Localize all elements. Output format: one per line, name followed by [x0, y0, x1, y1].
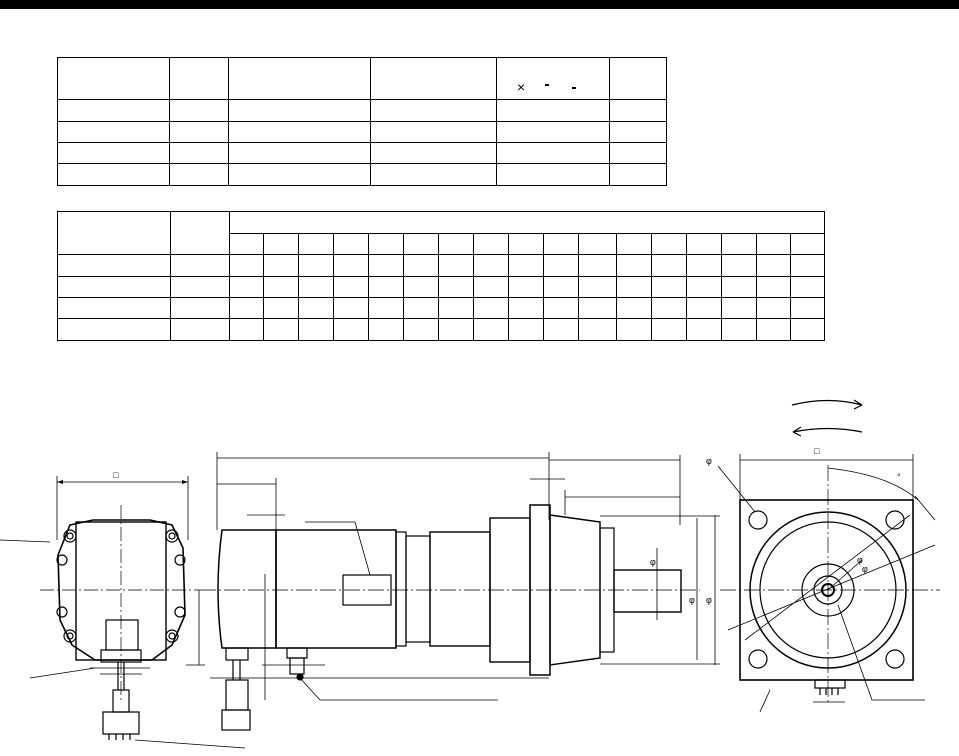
phi-symbol: φ — [862, 564, 868, 574]
table-row — [57, 276, 826, 298]
table-row — [57, 163, 667, 186]
phi-symbol: φ — [650, 557, 656, 567]
square-symbol: □ — [814, 446, 820, 456]
rear-view — [0, 476, 246, 749]
spec-table-1 — [57, 57, 667, 186]
phi-symbol: φ — [689, 595, 695, 605]
table-subheader-row — [58, 233, 826, 255]
top-rule — [0, 0, 959, 9]
phi-symbol: φ — [857, 555, 863, 565]
degree-symbol: ° — [897, 472, 901, 482]
phi-symbol: φ — [706, 456, 712, 466]
front-view — [717, 454, 940, 713]
side-view — [200, 452, 720, 731]
phi-symbol: φ — [706, 595, 712, 605]
table-row — [57, 99, 667, 122]
table-row — [57, 142, 667, 164]
times-symbol: × — [517, 79, 526, 95]
square-symbol: □ — [113, 470, 119, 480]
table-row — [57, 318, 826, 341]
spec-table-2 — [57, 211, 826, 341]
dash-mark — [572, 87, 576, 89]
dash-mark — [545, 84, 549, 86]
rotation-arrows — [791, 399, 863, 437]
